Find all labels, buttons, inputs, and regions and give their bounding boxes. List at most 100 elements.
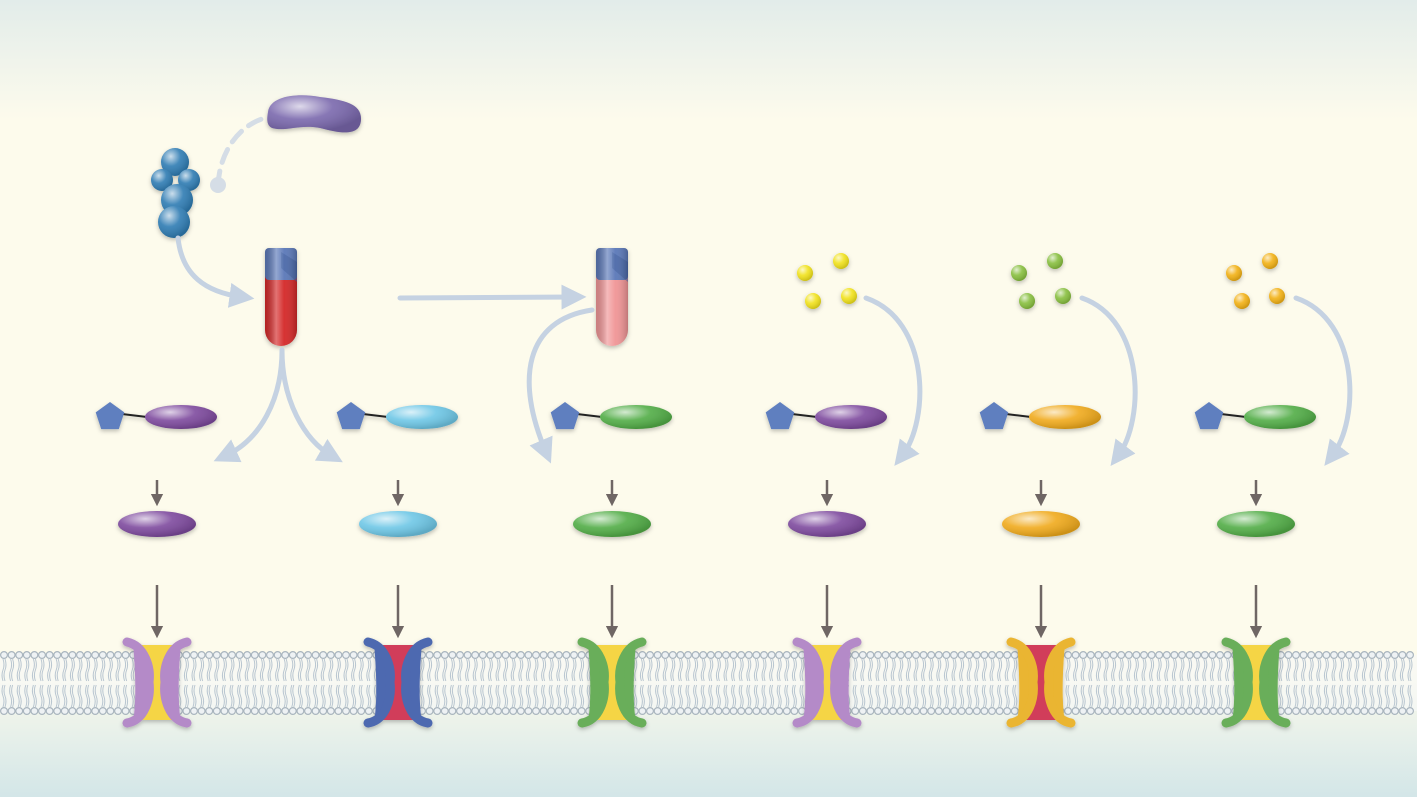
- particle-shine: [1262, 253, 1278, 269]
- channel-right-rim: [1044, 637, 1076, 728]
- channel-right-subunit: [621, 643, 644, 722]
- conjugate: [979, 402, 1101, 430]
- conjugate-protein-shine: [600, 405, 672, 429]
- ion-channel: [792, 637, 862, 728]
- cell-membrane: [0, 650, 1417, 715]
- particle-shine: [833, 253, 849, 269]
- conjugate: [550, 402, 672, 430]
- orange-particles: [1226, 253, 1285, 309]
- free-protein: [1217, 511, 1295, 537]
- particle-shine: [841, 288, 857, 304]
- channel-right-rim: [160, 637, 192, 728]
- column-3-green: [550, 402, 672, 728]
- arrow-tube-to-tube: [397, 284, 587, 310]
- linker: [576, 413, 603, 418]
- channel-left-subunit: [125, 643, 148, 722]
- conjugate: [95, 402, 217, 430]
- protein-shine: [1217, 511, 1295, 537]
- particle-shine: [1234, 293, 1250, 309]
- conjugate-protein-shine: [145, 405, 217, 429]
- channel-right-rim: [1259, 637, 1291, 728]
- free-protein: [788, 511, 866, 537]
- channel-right-subunit: [407, 643, 430, 722]
- channel-left-rim: [122, 637, 154, 728]
- tube-shine: [596, 276, 628, 346]
- channel-left-subunit: [795, 643, 818, 722]
- channel-left-subunit: [580, 643, 603, 722]
- ion-channel: [363, 637, 433, 728]
- linker: [362, 413, 389, 418]
- tube-cap-shine: [596, 248, 628, 280]
- channel-right-rim: [615, 637, 647, 728]
- pentagon-tag: [765, 402, 795, 430]
- column-6-green: [1194, 402, 1316, 728]
- protein-shine: [359, 511, 437, 537]
- linker: [1220, 413, 1247, 418]
- column-1-purple: [95, 402, 217, 728]
- bead-shine: [151, 169, 173, 191]
- protein-shine: [118, 511, 196, 537]
- conjugate-protein-shine: [815, 405, 887, 429]
- particle-shine: [1226, 265, 1242, 281]
- linker: [791, 413, 818, 418]
- free-protein: [118, 511, 196, 537]
- protein-shine: [1002, 511, 1080, 537]
- channel-left-subunit: [1224, 643, 1247, 722]
- pathway-columns: [95, 402, 1316, 728]
- particle-shine: [1011, 265, 1027, 281]
- channel-right-rim: [830, 637, 862, 728]
- ion-channel: [1221, 637, 1291, 728]
- ion-channel: [577, 637, 647, 728]
- arrow-yellow-to-col4: [863, 295, 923, 466]
- pentagon-tag: [550, 402, 580, 430]
- conjugate: [1194, 402, 1316, 430]
- particle-shine: [797, 265, 813, 281]
- channel-left-rim: [1006, 637, 1038, 728]
- channel-left-subunit: [1009, 643, 1032, 722]
- channel-left-rim: [792, 637, 824, 728]
- channel-left-rim: [363, 637, 395, 728]
- column-5-orange: [979, 402, 1101, 728]
- particle-shine: [805, 293, 821, 309]
- yellow-particles: [797, 253, 857, 309]
- membrane-core: [0, 655, 1417, 711]
- particle-shine: [1047, 253, 1063, 269]
- link-end-dot: [210, 177, 226, 193]
- column-2-cyan: [336, 402, 458, 728]
- pentagon-tag: [95, 402, 125, 430]
- channel-left-subunit: [366, 643, 389, 722]
- linker: [121, 413, 148, 418]
- green-particles: [1011, 253, 1071, 309]
- channel-right-subunit: [1265, 643, 1288, 722]
- upstream-elements: [151, 95, 1353, 467]
- conjugate-protein-shine: [1244, 405, 1316, 429]
- linker: [1005, 413, 1032, 418]
- free-protein: [1002, 511, 1080, 537]
- particle-shine: [1269, 288, 1285, 304]
- arrow-beads-to-tube: [175, 235, 255, 308]
- protein-shine: [788, 511, 866, 537]
- bead-shine: [161, 148, 189, 176]
- arrow-orange-to-col6: [1293, 295, 1353, 466]
- free-protein: [573, 511, 651, 537]
- bacterium: [267, 95, 362, 133]
- channel-right-rim: [401, 637, 433, 728]
- dashed-link: [215, 115, 268, 188]
- channel-left-rim: [577, 637, 609, 728]
- arrow-green-to-col5: [1079, 295, 1138, 467]
- conjugate: [336, 402, 458, 430]
- arrow-tube-to-col3: [526, 307, 595, 464]
- ion-channel: [122, 637, 192, 728]
- column-4-purple: [765, 402, 887, 728]
- bacterium-shine: [267, 95, 362, 133]
- particle-shine: [1019, 293, 1035, 309]
- red-tube: [265, 248, 297, 346]
- arrow-tube-to-col2: [279, 347, 343, 463]
- bead-shine: [158, 206, 190, 238]
- channel-left-rim: [1221, 637, 1253, 728]
- particle-shine: [1055, 288, 1071, 304]
- free-protein: [359, 511, 437, 537]
- pentagon-tag: [1194, 402, 1224, 430]
- pentagon-tag: [979, 402, 1009, 430]
